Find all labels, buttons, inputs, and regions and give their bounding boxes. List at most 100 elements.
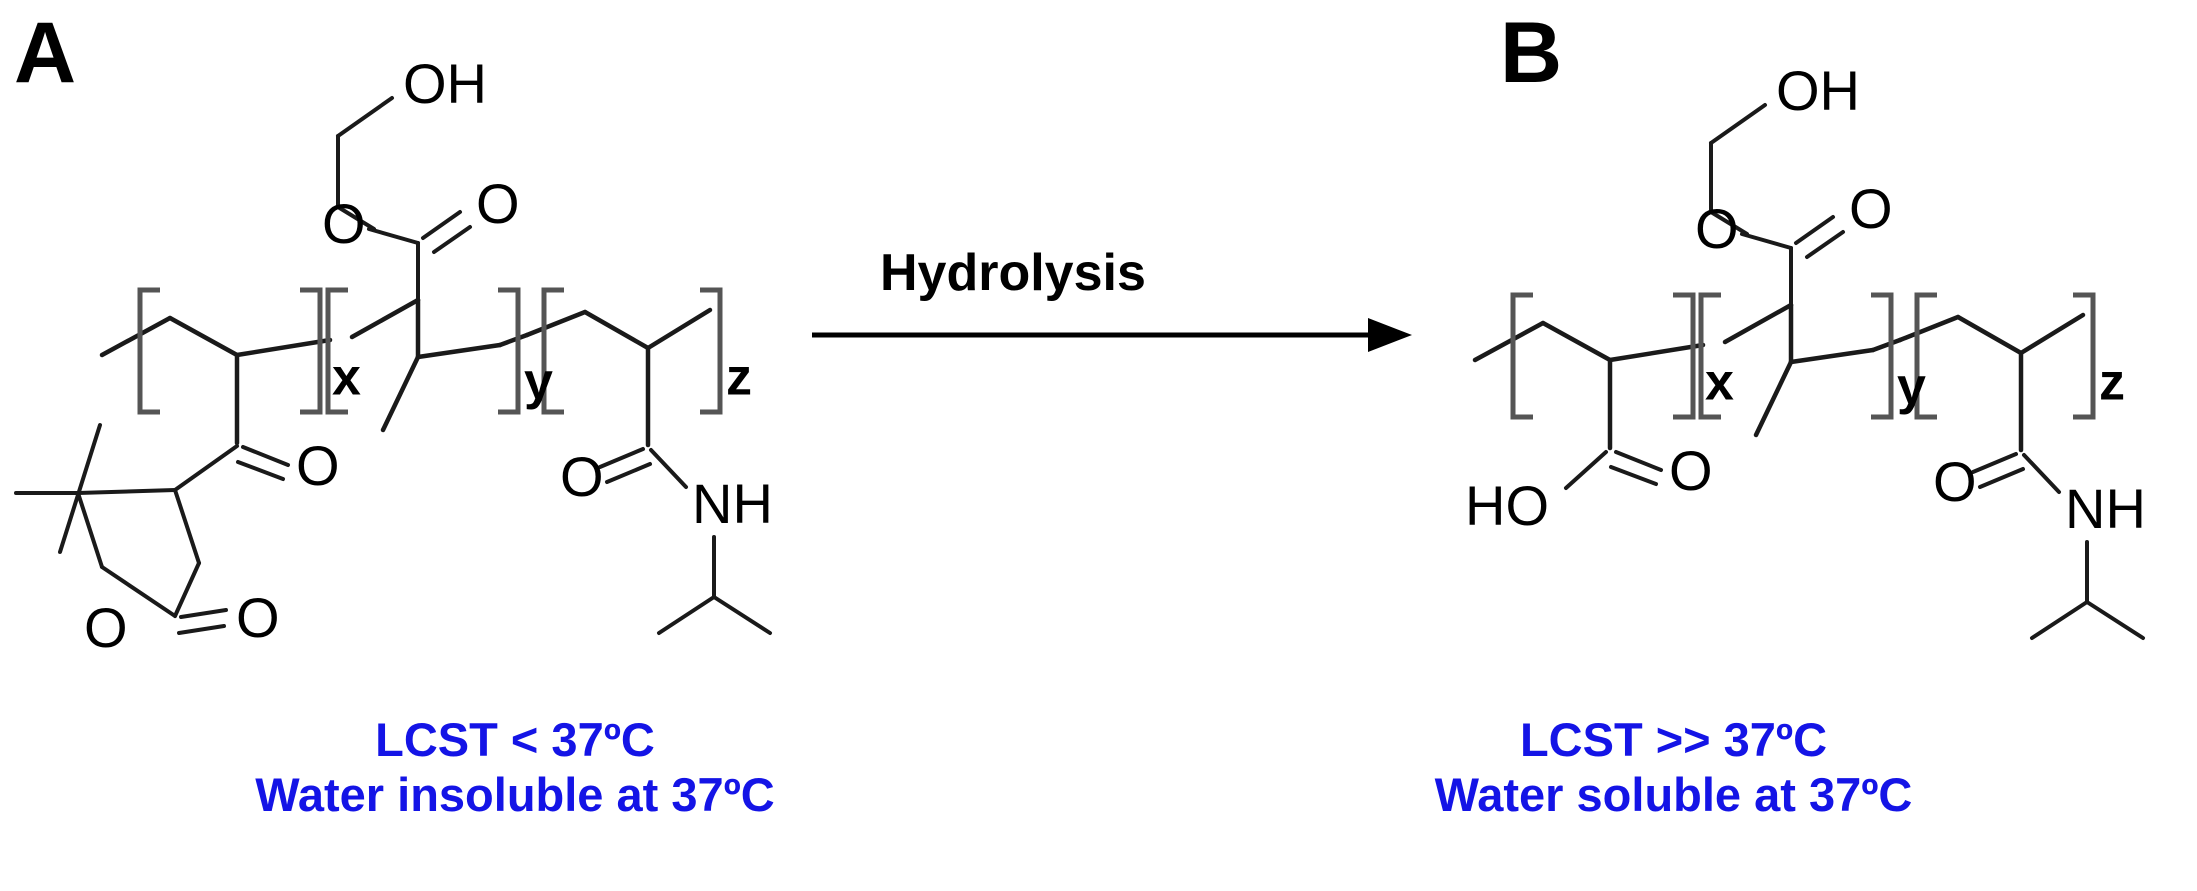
bond-carbonyl-double-2-b [1805,230,1845,259]
bond-backbone-b5 [1788,347,1876,365]
subscript-z-a: z [726,349,752,407]
bond-ch2-oh [336,96,394,138]
bracket-x-right-a [300,287,323,415]
bond-ketone-double-2 [236,460,285,481]
bond-iso-me-2-b [2085,600,2145,640]
bracket-z-left-a [541,287,564,415]
bond-amide-double-2 [605,462,652,484]
label-ester-o-a: O [322,192,366,255]
bond-backbone-b3 [1607,342,1706,363]
bond-lactone-r3 [100,565,177,618]
label-ester-carbonyl-o-b: O [1849,177,1893,240]
bond-backbone-a8 [645,307,713,351]
bracket-z-right-a [700,287,723,415]
bracket-y-left-b [1698,292,1721,420]
bond-ch2-oh-b [1709,103,1767,145]
bond-lactone-co-1 [179,608,228,619]
bond-methyl-a [380,354,421,433]
bond-lactone-r5 [76,488,177,495]
label-acid-carbonyl-o-b: O [1669,439,1713,502]
label-amide-o-a: O [560,445,604,508]
caption-panel-a: LCST < 37ºC Water insoluble at 37ºC [0,712,1030,823]
bond-backbone-a4 [349,297,421,340]
bond-backbone-b2 [1540,320,1613,363]
bond-lactone-r4 [76,491,104,569]
label-oh-a: OH [403,52,487,115]
bond-lactone-r1 [173,444,239,492]
bracket-x-right-b [1673,292,1696,420]
caption-panel-b: LCST >> 37ºC Water soluble at 37ºC [1150,712,2197,823]
bond-acid-double-2-b [1609,465,1658,486]
bond-amide-double-2-b [1978,467,2025,489]
arrow-head [1368,318,1412,352]
label-amide-o-b: O [1933,450,1977,513]
bond-amideC-N [649,448,688,489]
bracket-z-right-b [2073,292,2096,420]
bracket-x-left-b [1510,292,1533,420]
bond-methyl-b [1753,359,1794,438]
bracket-group-a [137,287,723,415]
label-oh-b: OH [1776,59,1860,122]
bond-backbone-b1 [1472,320,1546,363]
bond-acidC-OH-b [1564,450,1608,490]
bond-backbone-b6 [1897,314,1961,343]
panel-label-a: A [14,5,76,101]
panel-a-structure: OH O O O [14,52,773,659]
bond-ketone-double-1 [241,445,290,467]
bond-backbone-a5b [497,332,530,348]
bond-amide-double-1 [598,447,645,469]
bond-backbone-b5b [1870,337,1903,353]
label-amide-nh-b: NH [2065,477,2146,540]
label-ester-carbonyl-o-a: O [476,172,520,235]
bond-esterO-carbonylC [367,227,420,245]
panel-b-structure: OH O O O HO [1465,59,2146,640]
label-amide-nh-a: NH [692,472,773,535]
subscript-y-b: y [1897,358,1926,416]
bracket-y-left-a [325,287,348,415]
caption-a-line2: Water insoluble at 37ºC [255,768,775,822]
bond-backbone-a6 [524,309,588,338]
reaction-arrow [812,318,1412,352]
panel-label-b: B [1500,5,1562,101]
label-ester-o-b: O [1695,197,1739,260]
subscript-z-b: z [2099,354,2125,412]
bond-backbone-a3 [234,337,333,358]
bond-backbone-a5 [415,342,503,360]
bracket-z-left-b [1914,292,1937,420]
bond-backbone-b8 [2018,312,2086,356]
caption-b-line1: LCST >> 37ºC [1519,713,1828,766]
bond-backbone-a2 [167,315,240,358]
reaction-arrow-label: Hydrolysis [880,244,1146,302]
bond-carbonyl-double-1 [421,210,462,240]
subscript-x-a: x [332,349,361,407]
subscript-y-a: y [524,353,553,411]
bond-backbone-a1 [99,315,173,358]
label-lactone-carbonyl-o-a: O [236,586,280,649]
bond-amide-double-1-b [1971,452,2018,474]
bond-backbone-b4 [1722,302,1794,345]
bond-iso-me-1 [657,595,716,635]
bond-esterO-carbonylC-b [1740,232,1793,250]
bracket-x-left-a [137,287,160,415]
bond-backbone-b7 [1955,314,2024,356]
bond-amideC-N-b [2022,453,2061,494]
bracket-group-b [1510,292,2096,420]
bond-ch2-esterO-b [1709,210,1749,236]
bond-acid-double-1-b [1614,450,1663,472]
caption-b-line2: Water soluble at 37ºC [1434,768,1913,822]
label-acid-ho-b: HO [1465,474,1549,537]
label-ketone-o-a: O [296,434,340,497]
bond-iso-me-2 [712,595,772,635]
bond-carbonyl-double-2 [432,225,472,254]
bond-ch2-esterO [336,205,376,231]
label-lactone-ring-o-a: O [84,596,128,659]
bond-carbonyl-double-1-b [1794,215,1835,245]
bond-lactone-co-2 [177,624,226,635]
bracket-y-right-a [498,287,521,415]
subscript-x-b: x [1705,354,1734,412]
bond-gem-methyl-2 [58,423,102,554]
caption-a-line1: LCST < 37ºC [375,713,655,766]
bond-backbone-a7 [582,309,651,351]
